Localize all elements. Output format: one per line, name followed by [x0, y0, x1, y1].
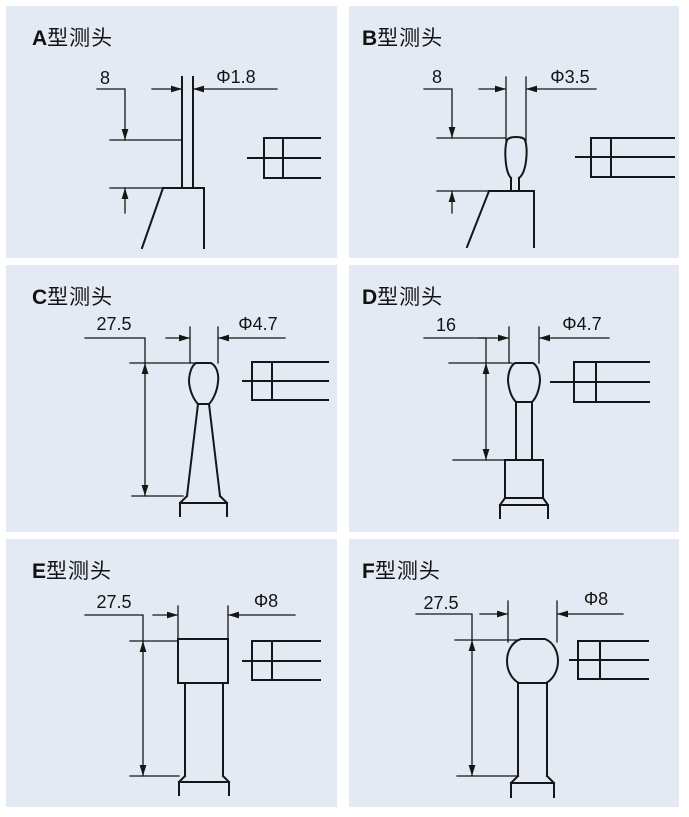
diameter-value-e: Φ8	[254, 591, 278, 611]
diameter-value-c: Φ4.7	[238, 314, 277, 334]
holder-side-view-b	[575, 137, 675, 178]
length-value-f: 27.5	[423, 593, 458, 613]
panel-letter-c: C	[32, 286, 48, 309]
length-value-c: 27.5	[96, 314, 131, 334]
holder-side-view-c	[242, 361, 329, 401]
panel-probe-type-a: A型测头 8 Φ1.8	[6, 6, 337, 258]
panel-title-suffix-c: 型测头	[47, 286, 114, 309]
technical-drawing-f: 27.5 Φ8	[415, 589, 649, 798]
panel-title-f: F型测头	[362, 555, 441, 585]
technical-drawing-e: 27.5 Φ8	[84, 591, 321, 796]
probe-outline-b	[465, 136, 535, 249]
panel-letter-a: A	[32, 27, 48, 50]
length-dimension-f: 27.5	[415, 593, 518, 777]
panel-probe-type-d: D型测头 16 Φ4.7	[349, 265, 679, 532]
diameter-dimension-b: Φ3.5	[478, 67, 597, 142]
panel-probe-type-f: F型测头 27.5 Φ8	[349, 539, 679, 807]
length-value-b: 8	[432, 67, 442, 87]
diameter-dimension-a: Φ1.8	[151, 67, 278, 93]
length-dimension-e: 27.5	[84, 592, 180, 777]
length-value-e: 27.5	[96, 592, 131, 612]
length-value-d: 16	[436, 315, 456, 335]
panel-probe-type-c: C型测头 27.5 Φ4.7	[6, 265, 337, 532]
panel-title-suffix-e: 型测头	[46, 560, 113, 583]
length-dimension-a: 8	[96, 68, 183, 214]
probe-outline-c	[178, 362, 229, 517]
holder-side-view-a	[247, 137, 321, 179]
probe-outline-e	[177, 638, 231, 796]
diameter-dimension-f: Φ8	[479, 589, 624, 643]
panel-title-d: D型测头	[362, 281, 443, 311]
diameter-value-a: Φ1.8	[216, 67, 255, 87]
panel-title-c: C型测头	[32, 281, 113, 311]
length-value-a: 8	[100, 68, 110, 88]
diameter-dimension-e: Φ8	[152, 591, 296, 640]
technical-drawing-d: 16 Φ4.7	[423, 314, 650, 519]
holder-side-view-d	[550, 361, 650, 403]
panel-title-suffix-f: 型测头	[374, 560, 441, 583]
holder-side-view-e	[242, 640, 321, 681]
diameter-value-b: Φ3.5	[550, 67, 589, 87]
panel-letter-b: B	[362, 27, 378, 50]
panel-title-a: A型测头	[32, 22, 113, 52]
length-dimension-c: 27.5	[84, 314, 198, 497]
panel-title-suffix-b: 型测头	[377, 27, 444, 50]
probe-outline-f	[505, 638, 560, 798]
panel-probe-type-b: B型测头 8 Φ3.5	[349, 6, 679, 258]
panel-title-suffix-a: 型测头	[47, 27, 114, 50]
panel-title-b: B型测头	[362, 22, 443, 52]
length-dimension-b: 8	[423, 67, 507, 214]
probe-outline-d	[498, 362, 550, 519]
probe-outline-a	[140, 76, 205, 250]
technical-drawing-c: 27.5 Φ4.7	[84, 314, 329, 517]
panel-letter-d: D	[362, 286, 378, 309]
diameter-value-d: Φ4.7	[562, 314, 601, 334]
panel-probe-type-e: E型测头 27.5 Φ8	[6, 539, 337, 807]
length-dimension-d: 16	[423, 315, 513, 461]
panel-letter-f: F	[362, 560, 375, 583]
panel-letter-e: E	[32, 560, 47, 583]
holder-side-view-f	[569, 640, 649, 680]
technical-drawing-b: 8 Φ3.5	[423, 67, 675, 249]
diameter-value-f: Φ8	[584, 589, 608, 609]
technical-drawing-a: 8 Φ1.8	[96, 67, 321, 250]
panel-title-suffix-d: 型测头	[377, 286, 444, 309]
diameter-dimension-c: Φ4.7	[165, 314, 286, 364]
panel-title-e: E型测头	[32, 555, 112, 585]
diameter-dimension-d: Φ4.7	[478, 314, 610, 364]
